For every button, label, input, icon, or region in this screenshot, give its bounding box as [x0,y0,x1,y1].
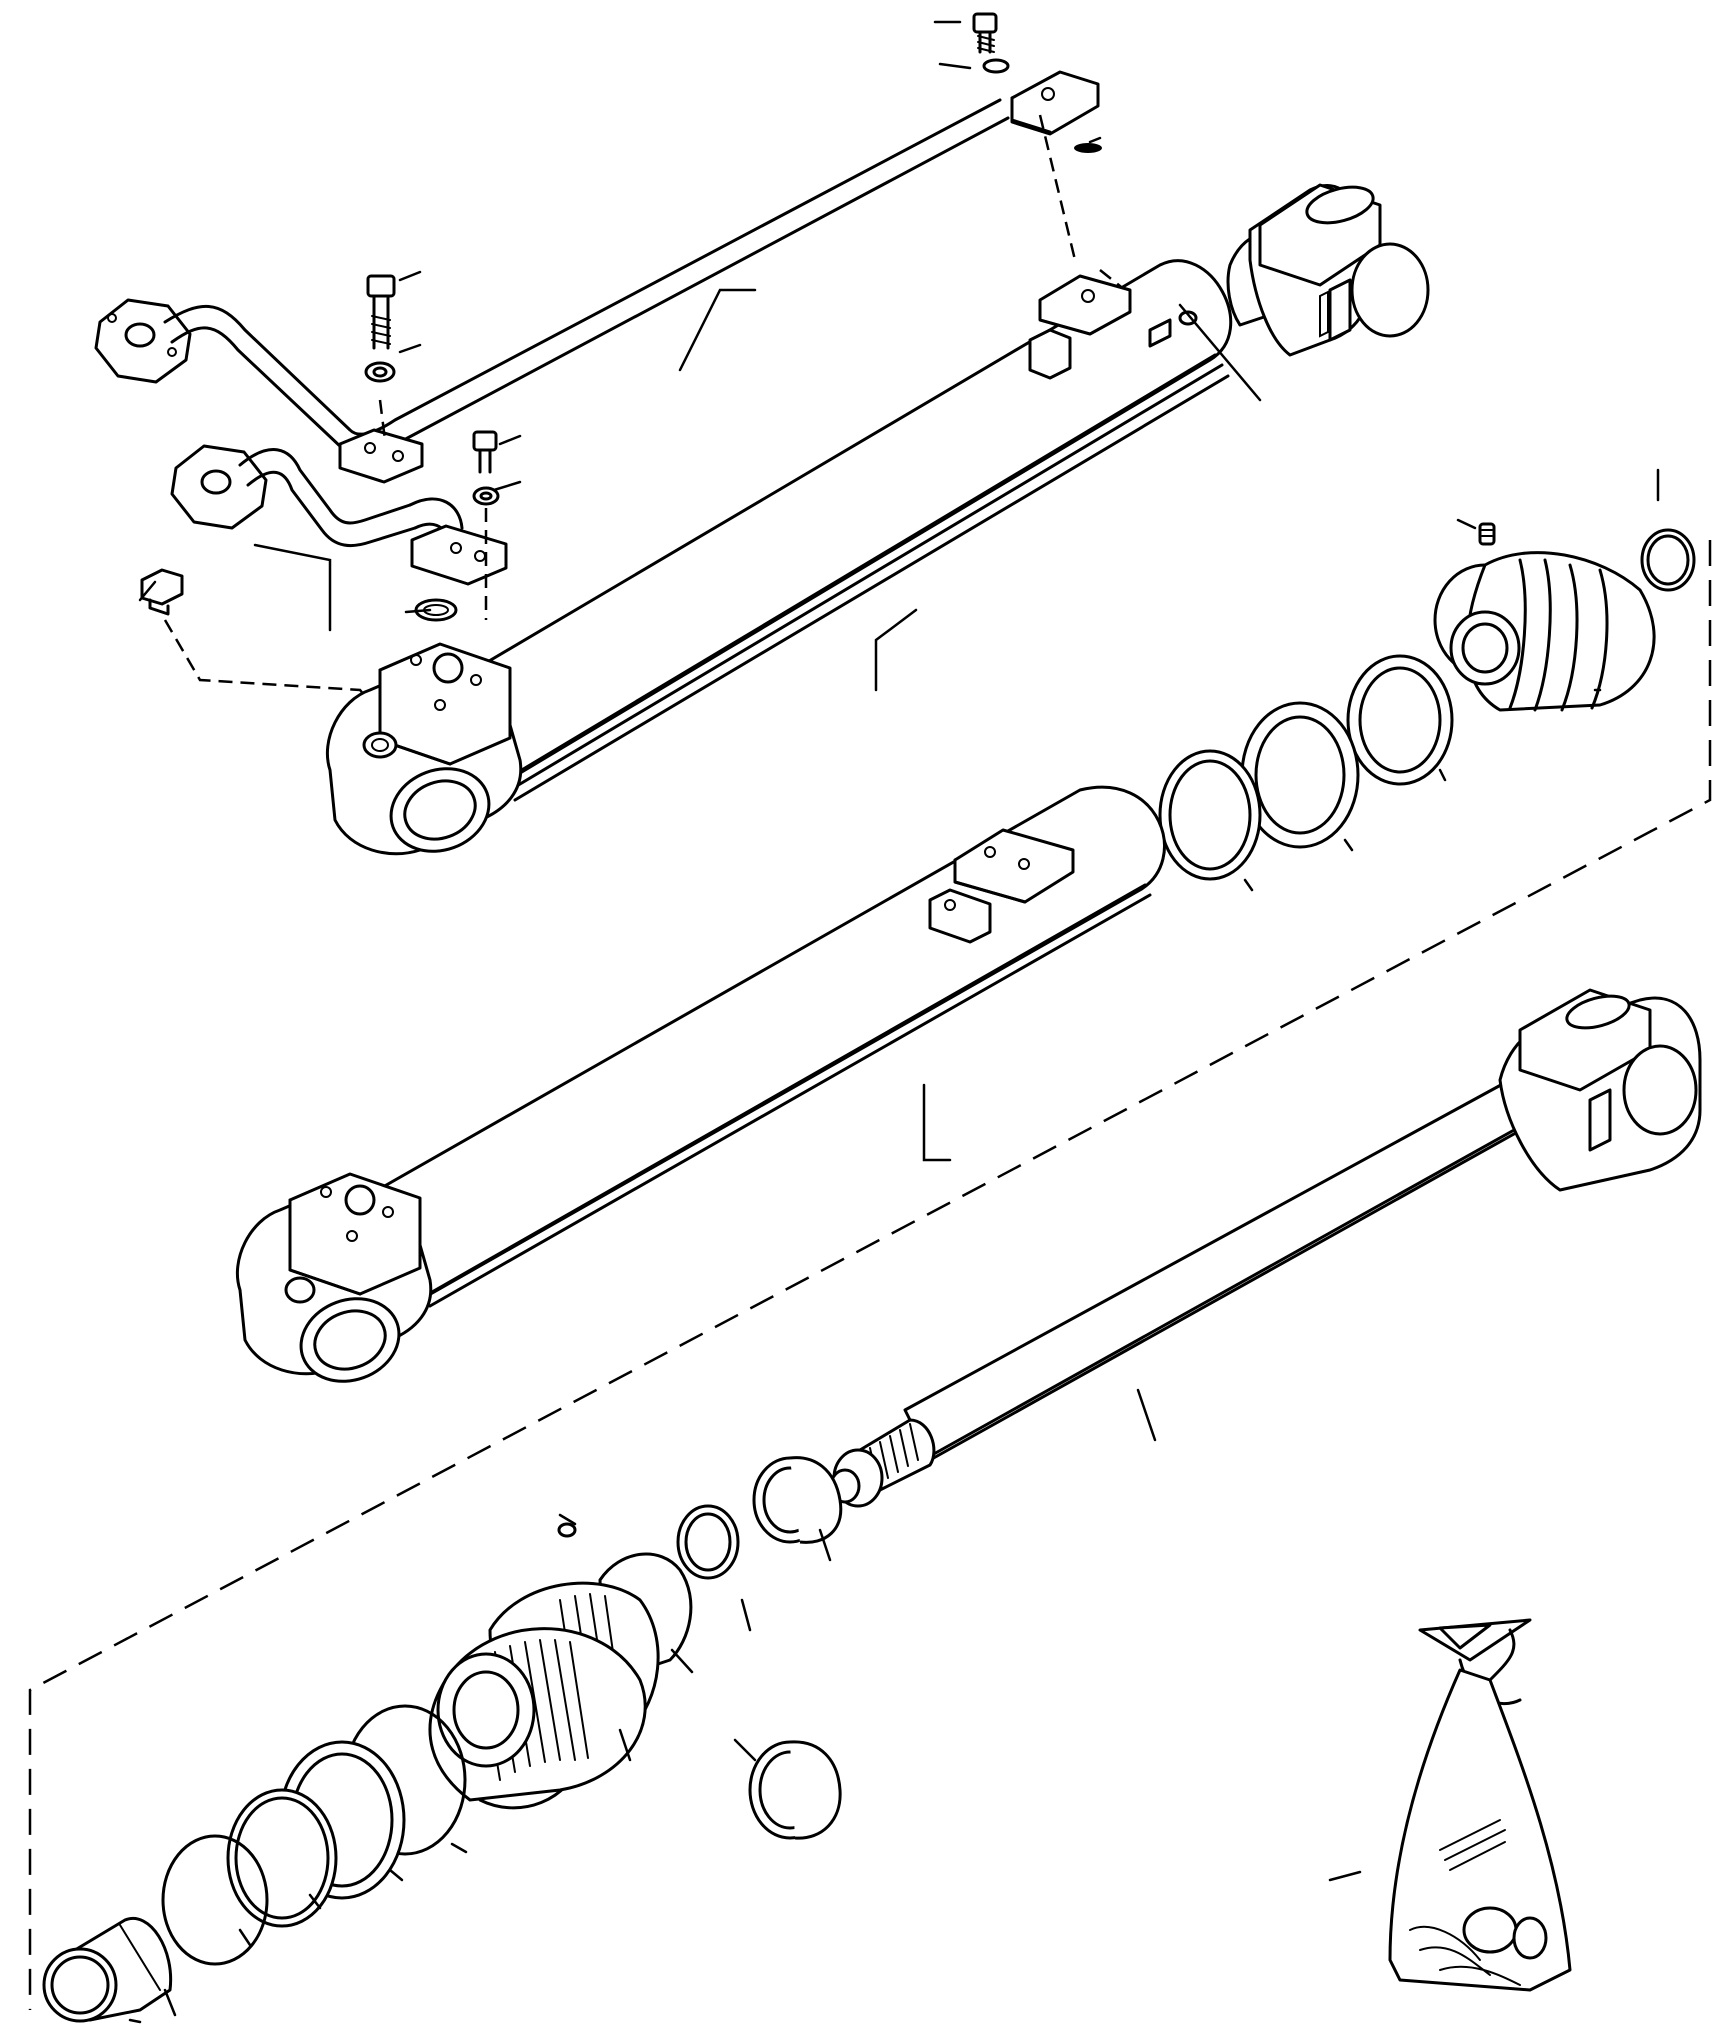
leader-lines [128,20,1660,2024]
cylinder-barrel [235,785,1166,1383]
seal-rings-lower [161,1704,467,1966]
cylinder-assembly-top [325,183,1430,856]
bolt-set-upper [140,12,1102,622]
bushing-small-rings [676,1456,843,1580]
upper-hydraulic-tube [94,70,1100,484]
rod-guide [428,1522,693,1810]
lower-hydraulic-tube [170,444,508,586]
bushing-loose [748,1740,842,1840]
piston-rod [829,988,1702,1508]
bushing-lower [42,1916,173,2023]
seal-rings-mid [1158,654,1454,881]
piston-right [1433,522,1696,712]
seal-kit-bag [1388,1618,1572,1992]
